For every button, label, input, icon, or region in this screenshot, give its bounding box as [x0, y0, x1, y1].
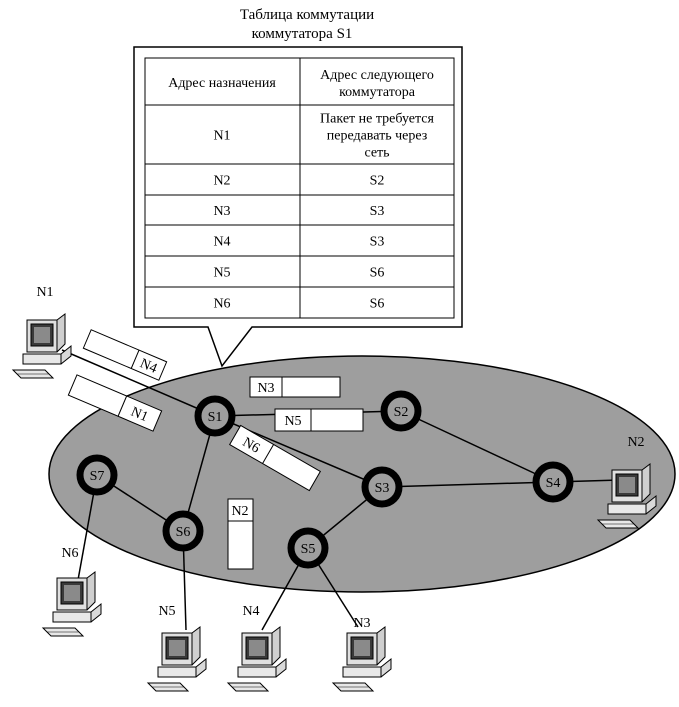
switch-label: S2	[394, 405, 409, 420]
computer-label: N3	[353, 616, 370, 631]
switch-s2: S2	[380, 390, 422, 432]
packet-n5: N5	[274, 408, 364, 432]
table-cell-dest: N4	[213, 235, 230, 250]
computer-label: N5	[158, 604, 175, 619]
link-n1-s1	[61, 349, 216, 417]
switch-label: S6	[176, 525, 191, 540]
packet-label: N6	[240, 435, 262, 457]
packet-n6: N6	[228, 424, 322, 492]
switch-label: S1	[208, 410, 223, 425]
network-cloud	[48, 355, 676, 593]
table-cell-next: S6	[370, 297, 385, 312]
table-title-line1: Таблица коммутации	[240, 7, 374, 23]
packet-label: N1	[128, 405, 150, 425]
computer-label: N4	[242, 604, 259, 619]
packet-n3: N3	[249, 376, 341, 398]
packet-n1: N1	[67, 374, 163, 432]
link-s2-s4	[400, 410, 554, 483]
computer-n6: N6	[41, 546, 102, 637]
packet-label: N4	[138, 356, 160, 376]
packet-n2: N2	[227, 498, 254, 570]
computer-n4: N4	[226, 604, 287, 692]
switch-label: S5	[301, 542, 316, 557]
switch-s7: S7	[76, 454, 118, 496]
link-s3-s4	[381, 481, 554, 488]
routing-table	[144, 57, 455, 319]
table-cell-next: S6	[370, 266, 385, 281]
switch-label: S7	[90, 469, 105, 484]
header-next-switch: коммутатора	[339, 85, 416, 100]
switch-label: S4	[546, 476, 561, 491]
table-cell-next: S2	[370, 174, 385, 189]
switch-s6: S6	[162, 510, 204, 552]
packet-n4: N4	[82, 329, 168, 381]
switch-s4: S4	[532, 461, 574, 503]
table-cell-next: Пакет не требуется	[320, 112, 434, 127]
table-cell-dest: N5	[213, 266, 230, 281]
table-title-line2: коммутатора S1	[252, 26, 353, 42]
header-destination: Адрес назначения	[168, 76, 276, 91]
packet-label: N2	[231, 504, 248, 519]
table-cell-next: передавать через	[327, 129, 428, 144]
table-cell-dest: N2	[213, 174, 230, 189]
table-cell-dest: N6	[213, 297, 230, 312]
table-cell-dest: N1	[213, 129, 230, 144]
switch-s1: S1	[194, 395, 236, 437]
computer-label: N2	[627, 435, 644, 450]
switch-s3: S3	[361, 466, 403, 508]
header-next-switch: Адрес следующего	[320, 68, 434, 83]
table-cell-dest: N3	[213, 204, 230, 219]
computer-n2: N2	[596, 435, 657, 529]
switch-s5: S5	[287, 527, 329, 569]
callout-bubble	[133, 46, 463, 368]
table-cell-next: сеть	[364, 146, 389, 161]
switch-label: S3	[375, 481, 390, 496]
computer-n3: N3	[331, 616, 392, 692]
packet-label: N3	[257, 381, 274, 396]
computer-label: N6	[61, 546, 78, 561]
packet-label: N5	[284, 414, 301, 429]
computer-label: N1	[36, 285, 53, 300]
computer-n5: N5	[146, 604, 207, 692]
computer-n1: N1	[11, 285, 72, 379]
table-cell-next: S3	[370, 235, 385, 250]
table-cell-next: S3	[370, 204, 385, 219]
